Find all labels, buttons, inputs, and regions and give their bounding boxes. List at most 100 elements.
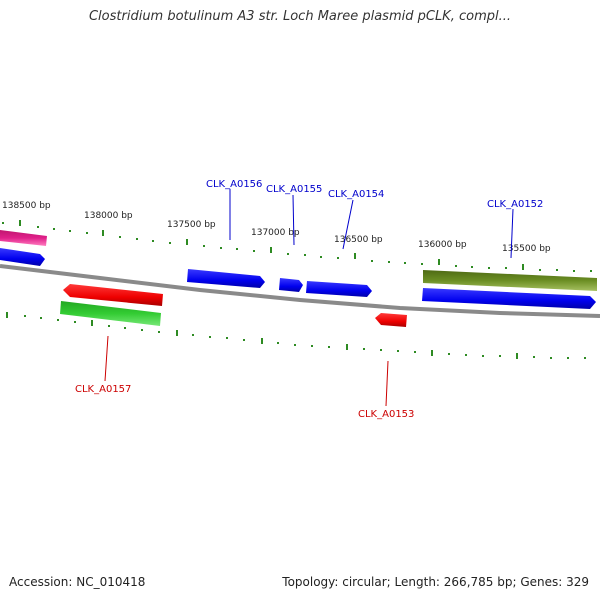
scale-tick xyxy=(53,228,55,230)
scale-tick xyxy=(337,257,339,259)
scale-tick xyxy=(6,312,8,318)
scale-tick xyxy=(169,242,171,244)
scale-label: 137500 bp xyxy=(167,220,216,230)
gene-arrow-clk-a0157[interactable] xyxy=(63,284,163,306)
scale-tick xyxy=(69,230,71,232)
scale-tick xyxy=(192,334,194,336)
scale-tick xyxy=(573,270,575,272)
upper-scale-ticks xyxy=(2,220,592,272)
scale-tick xyxy=(243,339,245,341)
scale-tick xyxy=(203,245,205,247)
scale-tick xyxy=(124,327,126,329)
scale-tick xyxy=(108,325,110,327)
scale-tick xyxy=(74,321,76,323)
scale-label: 136500 bp xyxy=(334,235,383,245)
leader-lines xyxy=(104,189,514,407)
scale-tick xyxy=(220,247,222,249)
gene-arrow-clk-a0155[interactable] xyxy=(279,278,303,292)
scale-tick xyxy=(209,336,211,338)
scale-tick xyxy=(388,261,390,263)
feature-pink[interactable] xyxy=(0,230,47,246)
scale-tick xyxy=(176,330,178,336)
scale-tick xyxy=(471,266,473,268)
scale-tick xyxy=(277,342,279,344)
accession-text: Accession: NC_010418 xyxy=(9,575,146,589)
map-title: Clostridium botulinum A3 str. Loch Maree… xyxy=(88,9,511,24)
scale-tick xyxy=(2,222,4,224)
scale-tick xyxy=(404,262,406,264)
scale-tick xyxy=(261,338,263,344)
scale-tick xyxy=(24,315,26,317)
scale-tick xyxy=(539,269,541,271)
scale-tick xyxy=(380,349,382,351)
scale-label: 137000 bp xyxy=(251,228,300,238)
scale-tick xyxy=(311,345,313,347)
gene-arrow-clk-a0153[interactable] xyxy=(375,313,407,327)
scale-tick xyxy=(590,270,592,272)
leader-line xyxy=(342,199,354,250)
scale-tick xyxy=(550,357,552,359)
gene-label-clk-a0157[interactable]: CLK_A0157 xyxy=(75,384,131,395)
scale-tick xyxy=(516,353,518,359)
scale-tick xyxy=(186,239,188,245)
reverse-features xyxy=(60,284,407,327)
gene-arrow[interactable] xyxy=(0,248,45,266)
scale-label: 136000 bp xyxy=(418,240,467,250)
gene-label-clk-a0156[interactable]: CLK_A0156 xyxy=(206,179,262,190)
leader-line xyxy=(510,208,514,259)
gene-label-clk-a0154[interactable]: CLK_A0154 xyxy=(328,189,384,200)
gene-label-clk-a0153[interactable]: CLK_A0153 xyxy=(358,409,414,420)
scale-tick xyxy=(141,329,143,331)
scale-tick xyxy=(488,267,490,269)
scale-tick xyxy=(294,344,296,346)
scale-tick xyxy=(37,226,39,228)
gene-arrow-clk-a0156[interactable] xyxy=(187,269,265,288)
forward-features xyxy=(0,230,597,309)
leader-line xyxy=(292,194,295,246)
leader-line xyxy=(104,335,109,382)
scale-tick xyxy=(328,346,330,348)
scale-tick xyxy=(40,317,42,319)
leader-line xyxy=(385,360,389,407)
scale-tick xyxy=(505,267,507,269)
scale-tick xyxy=(465,354,467,356)
feature-green[interactable] xyxy=(60,301,161,326)
scale-tick xyxy=(270,247,272,253)
scale-tick xyxy=(236,248,238,250)
topology-summary-text: Topology: circular; Length: 266,785 bp; … xyxy=(282,575,589,589)
scale-tick xyxy=(287,253,289,255)
scale-label: 138000 bp xyxy=(84,211,133,221)
scale-tick xyxy=(152,240,154,242)
scale-tick xyxy=(371,260,373,262)
lower-scale-ticks xyxy=(6,312,586,359)
gene-label-clk-a0155[interactable]: CLK_A0155 xyxy=(266,184,322,195)
scale-tick xyxy=(363,348,365,350)
scale-tick xyxy=(421,263,423,265)
feature-olive[interactable] xyxy=(423,270,597,291)
gene-arrow-clk-a0154[interactable] xyxy=(306,281,372,297)
scale-tick xyxy=(438,259,440,265)
scale-tick xyxy=(253,250,255,252)
scale-tick xyxy=(19,220,21,226)
scale-tick xyxy=(119,236,121,238)
scale-tick xyxy=(522,264,524,270)
gene-arrow-clk-a0152[interactable] xyxy=(422,288,596,309)
scale-tick xyxy=(414,351,416,353)
scale-tick xyxy=(455,265,457,267)
scale-tick xyxy=(57,319,59,321)
scale-tick xyxy=(158,331,160,333)
scale-tick xyxy=(136,238,138,240)
gene-labels: CLK_A0156 CLK_A0155 CLK_A0154 CLK_A0152 … xyxy=(75,179,543,420)
scale-tick xyxy=(226,337,228,339)
scale-tick xyxy=(556,269,558,271)
scale-tick xyxy=(91,320,93,326)
scale-tick xyxy=(304,254,306,256)
scale-tick xyxy=(499,355,501,357)
scale-tick xyxy=(448,353,450,355)
gene-label-clk-a0152[interactable]: CLK_A0152 xyxy=(487,199,543,210)
scale-label: 138500 bp xyxy=(2,201,51,211)
scale-tick xyxy=(86,232,88,234)
scale-tick xyxy=(354,253,356,259)
